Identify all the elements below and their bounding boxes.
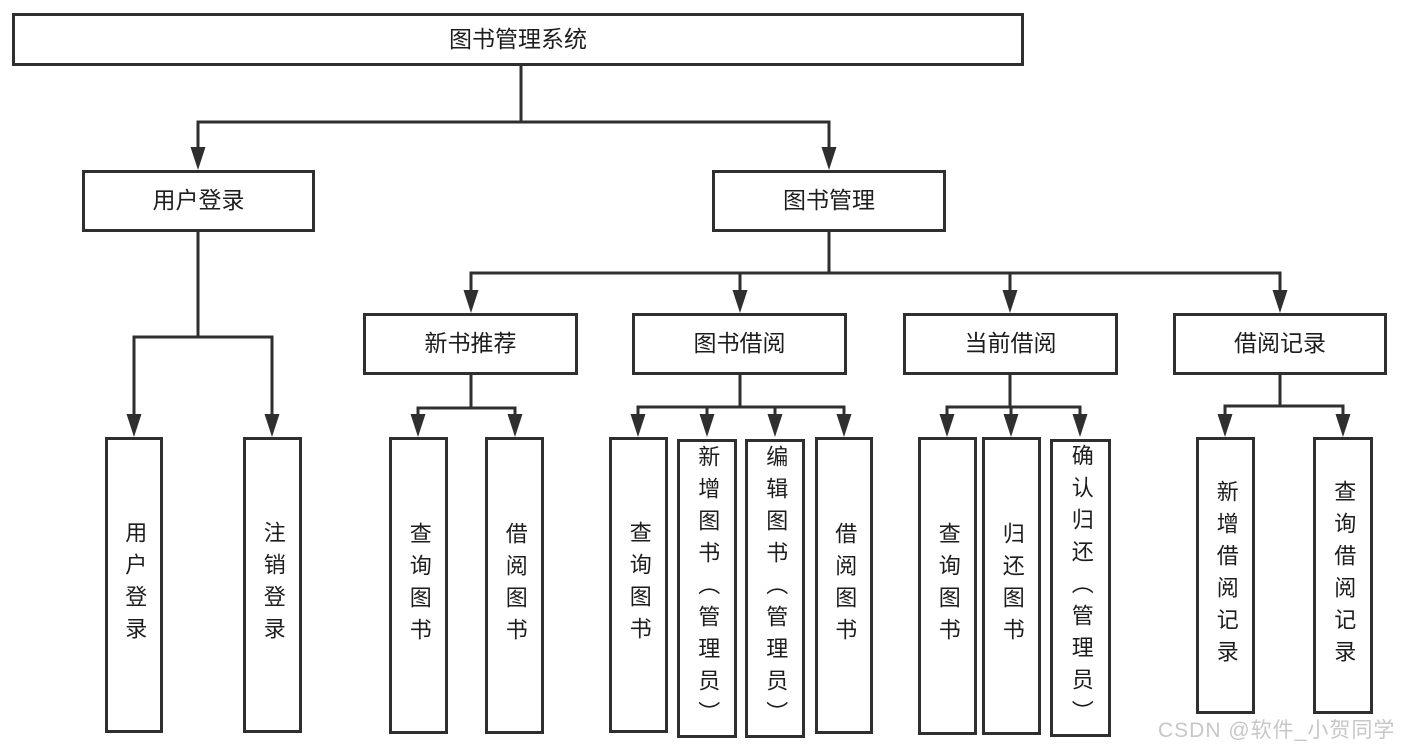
node-label: 确认归还（管理员） (1068, 444, 1094, 732)
node-label: 当前借阅 (964, 330, 1057, 357)
node-label: 查询图书 (406, 521, 432, 650)
node-label: 新增借阅记录 (1213, 479, 1239, 672)
node-book-borrow: 图书借阅 (632, 313, 847, 375)
leaf-borrow-books-1: 借阅图书 (485, 437, 544, 734)
node-library-system: 图书管理系统 (12, 13, 1024, 66)
node-label: 借阅图书 (502, 521, 528, 650)
leaf-logout: 注销登录 (243, 437, 302, 733)
node-user-login: 用户登录 (82, 170, 315, 232)
leaf-borrow-books-2: 借阅图书 (815, 437, 873, 734)
leaf-query-books-3: 查询图书 (918, 437, 977, 735)
node-label: 注销登录 (260, 521, 286, 649)
node-label: 查询借阅记录 (1331, 479, 1357, 672)
leaf-confirm-return-admin: 确认归还（管理员） (1050, 439, 1111, 737)
csdn-watermark: CSDN @软件_小贺同学 (1158, 719, 1396, 742)
node-label: 图书借阅 (693, 330, 786, 357)
leaf-add-borrow-record: 新增借阅记录 (1196, 437, 1255, 714)
node-label: 编辑图书（管理员） (763, 444, 789, 733)
node-current-borrow: 当前借阅 (903, 313, 1118, 375)
leaf-query-books-2: 查询图书 (609, 437, 668, 733)
leaf-query-books-1: 查询图书 (389, 437, 448, 734)
node-label: 用户登录 (122, 521, 148, 649)
node-label: 查询图书 (935, 522, 961, 650)
leaf-query-borrow-record: 查询借阅记录 (1313, 437, 1373, 714)
node-label: 借阅记录 (1234, 330, 1326, 357)
node-new-book-recommend: 新书推荐 (363, 313, 578, 375)
node-label: 图书管理 (783, 187, 875, 214)
node-label: 借阅图书 (832, 521, 858, 650)
node-book-management: 图书管理 (712, 170, 946, 232)
node-label: 图书管理系统 (449, 25, 587, 52)
leaf-edit-book-admin: 编辑图书（管理员） (745, 439, 805, 738)
leaf-add-book-admin: 新增图书（管理员） (677, 439, 737, 738)
arrowheads (126, 147, 1351, 437)
leaf-user-login: 用户登录 (105, 437, 163, 733)
node-label: 查询图书 (626, 521, 652, 649)
node-borrow-records: 借阅记录 (1173, 313, 1387, 375)
node-label: 用户登录 (152, 187, 245, 214)
leaf-return-book: 归还图书 (982, 437, 1041, 735)
node-label: 新增图书（管理员） (695, 444, 721, 733)
node-label: 归还图书 (999, 522, 1025, 650)
node-label: 新书推荐 (424, 330, 517, 357)
